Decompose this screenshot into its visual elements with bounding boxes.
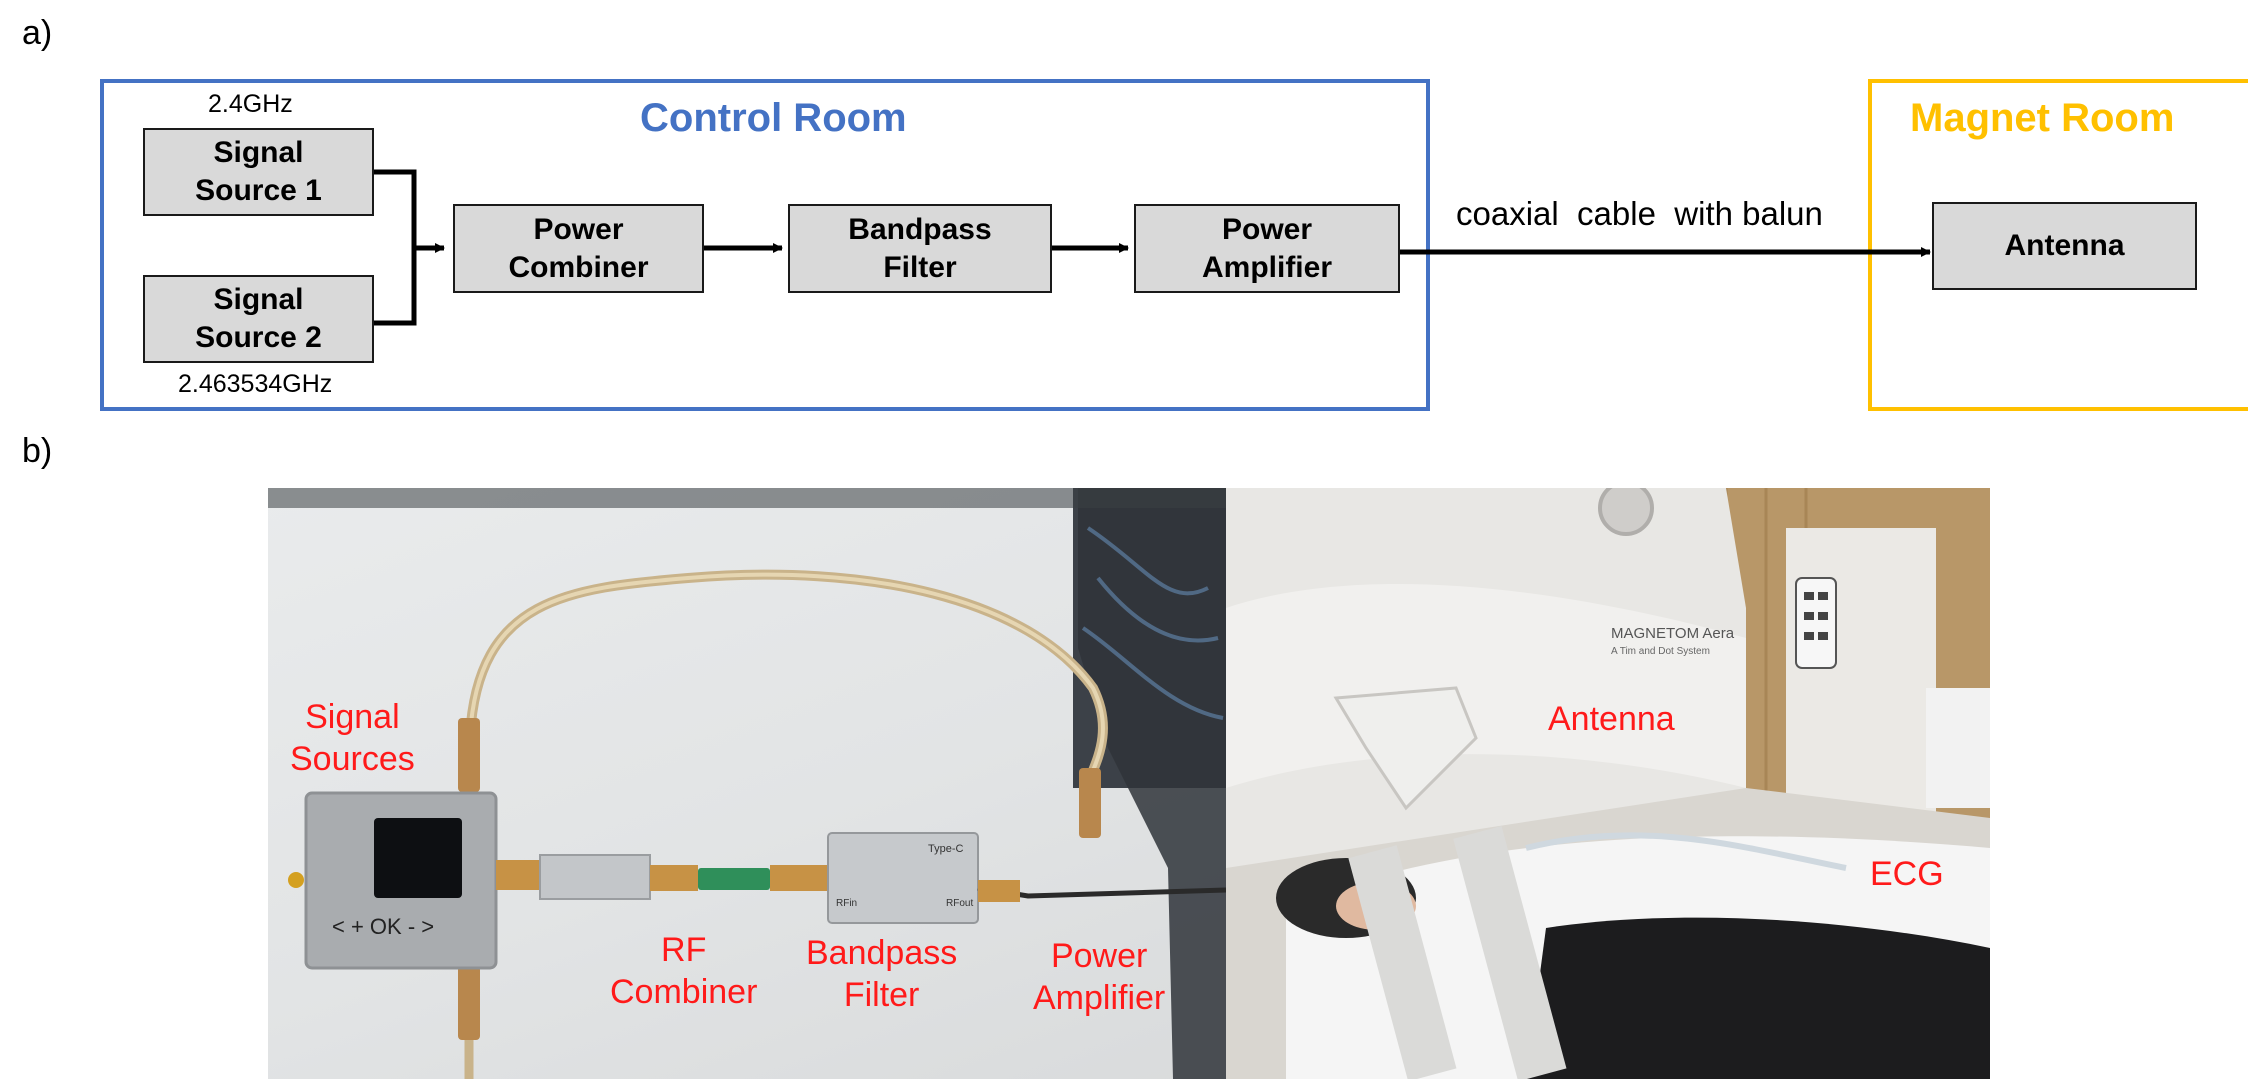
signal-source-1-block: Signal Source 1 — [143, 128, 374, 216]
rf-combiner-device — [539, 854, 651, 900]
label-antenna: Antenna — [1548, 700, 1675, 738]
source-merge-line — [374, 169, 417, 326]
svg-text:Type-C: Type-C — [928, 843, 964, 855]
bandpass-filter-device — [698, 868, 770, 890]
magnet-room-title: Magnet Room — [1910, 96, 2175, 140]
freq-label-1: 2.4GHz — [208, 90, 293, 118]
label-ecg: ECG — [1870, 855, 1944, 893]
signal-source-2-block: Signal Source 2 — [143, 275, 374, 363]
antenna-block: Antenna — [1932, 202, 2197, 290]
device-screen — [374, 818, 462, 898]
device-buttons: < + OK - > — [332, 914, 434, 939]
cable-label: coaxial cable with balun — [1456, 195, 1823, 232]
power-amplifier-block: Power Amplifier — [1134, 204, 1400, 293]
power-combiner-block: Power Combiner — [453, 204, 704, 293]
bench-setup-photo: < + OK - > Type-C RFin RFout Signal Sour… — [268, 488, 1226, 1079]
panel-a-label: a) — [22, 14, 53, 52]
control-room-box — [100, 79, 1430, 411]
svg-text:RFin: RFin — [836, 898, 857, 909]
cable-connector-bottom — [458, 966, 480, 1040]
label-rf-combiner: RF Combiner — [610, 931, 758, 1011]
power-amplifier-device — [827, 832, 979, 924]
svg-text:A Tim and Dot System: A Tim and Dot System — [1611, 646, 1710, 657]
mri-scanner-photo: MAGNETOM Aera A Tim and Dot System Anten… — [1226, 488, 1990, 1079]
bench-scene: < + OK - > Type-C RFin RFout — [268, 488, 1226, 1079]
cable-connector-top — [458, 718, 480, 792]
scanner-scene: MAGNETOM Aera A Tim and Dot System — [1226, 488, 1990, 1079]
label-bandpass-filter: Bandpass Filter — [806, 934, 958, 1014]
svg-text:MAGNETOM Aera: MAGNETOM Aera — [1611, 625, 1735, 642]
label-power-amplifier: Power Amplifier — [1033, 937, 1166, 1017]
freq-label-2: 2.463534GHz — [178, 370, 333, 398]
magnet-room-box — [1868, 79, 2248, 411]
control-room-title: Control Room — [640, 96, 907, 140]
bandpass-filter-block: Bandpass Filter — [788, 204, 1052, 293]
svg-text:RFout: RFout — [946, 898, 973, 909]
panel-b-label: b) — [22, 432, 53, 470]
label-signal-sources: Signal Sources — [290, 698, 415, 778]
amp-connector-top — [1079, 768, 1101, 838]
